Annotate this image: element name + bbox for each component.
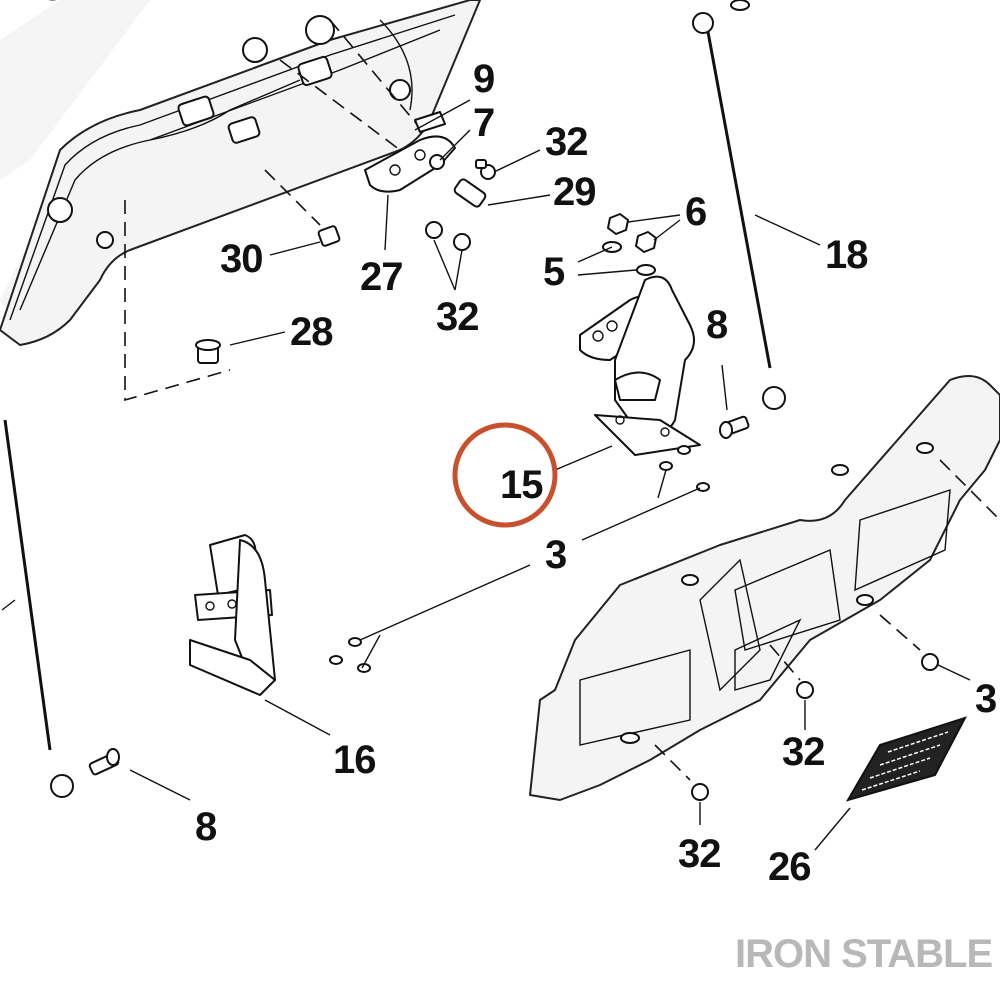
hinge-15 — [579, 275, 701, 456]
bushing-30 — [317, 225, 341, 247]
dashed-guide-panel-bottom — [654, 744, 691, 781]
screw-32-group-upper — [425, 0, 750, 251]
callout-16: 16 — [333, 738, 376, 782]
warning-label-26 — [845, 716, 968, 802]
dashed-guide-27 — [279, 59, 401, 151]
callout-6: 6 — [685, 190, 706, 234]
callout-27: 27 — [360, 255, 403, 299]
callout-13-edge: 13 — [20, 0, 63, 9]
callout-3-mid: 3 — [545, 533, 566, 577]
callout-3-edge: 3 — [975, 677, 996, 721]
dashed-guide-left — [124, 200, 231, 402]
support-cable-left — [3, 419, 74, 798]
door-panel — [0, 0, 481, 346]
callout-32-mid: 32 — [436, 295, 479, 339]
washers-5 — [602, 241, 656, 276]
hinge-16 — [189, 534, 276, 696]
dashed-guide-7 — [329, 19, 431, 141]
dashed-guide-panel-edge — [939, 459, 1000, 521]
callout-29: 29 — [553, 170, 596, 214]
pin-29 — [453, 178, 487, 208]
callout-32-panel-mid: 32 — [782, 730, 825, 774]
callout-15: 15 — [500, 463, 543, 507]
nuts-6 — [607, 213, 657, 253]
callout-9: 9 — [473, 57, 494, 101]
watermark-text: IRON STABLE — [735, 932, 992, 976]
callout-30: 30 — [220, 237, 263, 281]
dashed-guide-panel-right — [879, 614, 921, 651]
dashed-guide-panel-mid — [769, 644, 801, 681]
screw-32-group-panel — [691, 653, 939, 801]
callout-8-left: 8 — [195, 805, 217, 849]
background-shading — [0, 0, 150, 180]
bolt-8-right — [719, 415, 750, 439]
screw-3-group-lower — [329, 637, 371, 673]
bolt-8-left — [88, 748, 120, 776]
callout-8-right: 8 — [706, 303, 728, 347]
callout-5: 5 — [543, 250, 565, 294]
highlight-circle-15 — [452, 422, 558, 528]
callout-26: 26 — [768, 845, 811, 889]
callout-28: 28 — [290, 310, 333, 354]
bushing-28 — [195, 339, 221, 364]
leader-lines — [1, 99, 971, 851]
inner-trim-panel — [529, 375, 1000, 801]
callout-7: 7 — [473, 101, 494, 145]
support-cable-18 — [692, 12, 786, 410]
screw-3-group-upper — [659, 445, 710, 492]
callout-18: 18 — [825, 233, 868, 277]
callout-32-top: 32 — [545, 120, 588, 164]
dashed-guide-30 — [264, 169, 321, 226]
callout-32-panel-bottom: 32 — [678, 832, 721, 876]
